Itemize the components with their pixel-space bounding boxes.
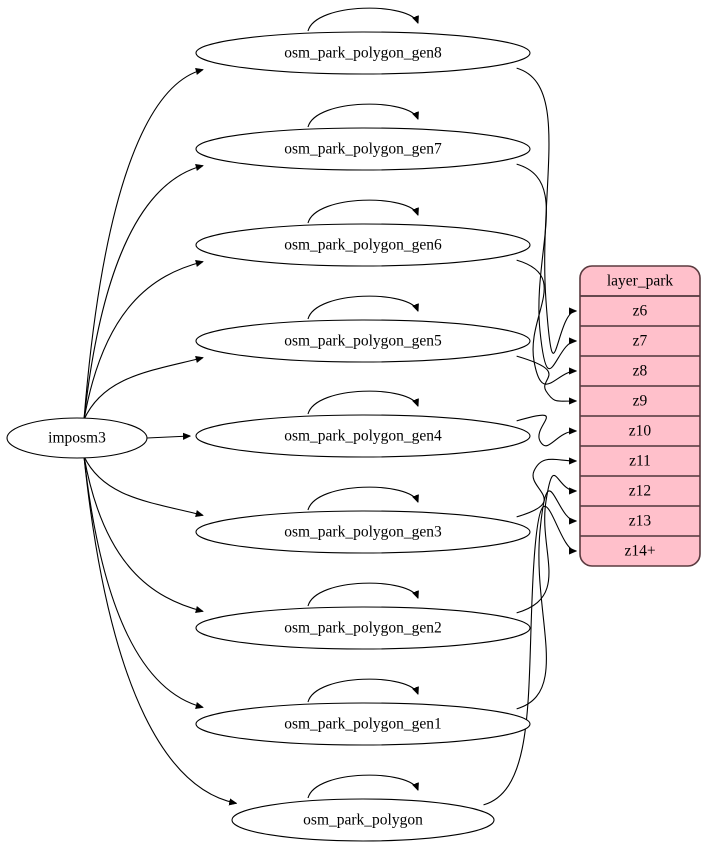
node-gen1[interactable]: osm_park_polygon_gen1	[195, 702, 531, 746]
node-imposm3-label: imposm3	[48, 430, 106, 447]
table-row-label-z7: z7	[633, 333, 648, 350]
node-gen3-label: osm_park_polygon_gen3	[284, 524, 442, 541]
edges-to-layer-park	[483, 67, 576, 806]
edge-gen6-to-row-z8	[516, 259, 576, 385]
self-loop-gen3	[307, 486, 418, 511]
edge-imposm3-to-gen5	[83, 358, 203, 420]
node-gen7-label: osm_park_polygon_gen7	[284, 141, 442, 158]
node-gen8[interactable]: osm_park_polygon_gen8	[195, 31, 531, 75]
node-gen2[interactable]: osm_park_polygon_gen2	[195, 606, 531, 650]
edge-imposm3-to-gen7	[83, 166, 203, 420]
table-row-label-z9: z9	[633, 393, 648, 410]
edge-imposm3-to-gen6	[83, 262, 203, 420]
table-outline	[579, 265, 701, 567]
node-base-shape[interactable]	[231, 798, 495, 842]
node-gen5[interactable]: osm_park_polygon_gen5	[195, 319, 531, 363]
table-row-cell-z13[interactable]	[580, 506, 700, 536]
edge-gen3-to-row-z11	[516, 459, 576, 518]
table-row-cell-z9[interactable]	[580, 386, 700, 416]
self-loop-gen1	[307, 678, 418, 703]
node-gen1-label: osm_park_polygon_gen1	[284, 716, 442, 733]
table-row-cell-z10[interactable]	[580, 416, 700, 446]
self-loop-gen7	[307, 103, 418, 128]
node-gen3[interactable]: osm_park_polygon_gen3	[195, 510, 531, 554]
edge-gen8-to-row-z6	[516, 67, 576, 354]
node-imposm3-shape[interactable]	[6, 417, 148, 459]
table-row-label-z8: z8	[633, 363, 648, 380]
table-row-cell-z8[interactable]	[580, 356, 700, 386]
node-gen6[interactable]: osm_park_polygon_gen6	[195, 223, 531, 267]
table-row-cell-z6[interactable]	[580, 296, 700, 326]
edge-gen2-to-row-z12	[516, 474, 576, 614]
node-base[interactable]: osm_park_polygon	[231, 798, 495, 842]
self-loop-edges	[307, 7, 418, 799]
table-row-label-z13: z13	[629, 513, 652, 530]
node-gen5-label: osm_park_polygon_gen5	[284, 333, 442, 350]
node-gen4[interactable]: osm_park_polygon_gen4	[195, 414, 531, 458]
table-header-cell	[580, 266, 700, 296]
self-loop-gen8	[307, 7, 418, 32]
edge-imposm3-to-base	[83, 456, 236, 803]
edge-gen4-to-row-z10	[516, 414, 576, 447]
edge-imposm3-to-gen2	[83, 456, 203, 611]
node-gen8-shape[interactable]	[195, 31, 531, 75]
edge-gen7-to-row-z7	[516, 163, 576, 370]
node-imposm3[interactable]: imposm3	[6, 417, 148, 459]
table-row-label-z12: z12	[629, 483, 651, 500]
node-gen7-shape[interactable]	[195, 127, 531, 171]
edge-imposm3-to-gen3	[83, 456, 203, 515]
edge-gen1-to-row-z13	[516, 490, 576, 710]
self-loop-gen2	[307, 582, 418, 607]
layer-park-table: layer_park z6 z7 z8 z9 z10 z11 z12 z13 z14+	[579, 265, 701, 567]
self-loop-gen6	[307, 199, 418, 224]
table-row-cell-z12[interactable]	[580, 476, 700, 506]
table-row-cell-z14+[interactable]	[580, 536, 700, 566]
node-gen7[interactable]: osm_park_polygon_gen7	[195, 127, 531, 171]
node-base-label: osm_park_polygon	[303, 812, 423, 829]
self-loop-gen5	[307, 295, 418, 320]
node-gen3-shape[interactable]	[195, 510, 531, 554]
table-row-label-z6: z6	[633, 303, 648, 320]
node-gen4-label: osm_park_polygon_gen4	[284, 428, 442, 445]
node-gen6-label: osm_park_polygon_gen6	[284, 237, 442, 254]
ellipse-nodes: imposm3 osm_park_polygon_gen8 osm_park_pol…	[6, 31, 531, 842]
node-gen6-shape[interactable]	[195, 223, 531, 267]
table-row-cell-z11[interactable]	[580, 446, 700, 476]
table-title: layer_park	[607, 273, 674, 290]
edge-gen5-to-row-z9	[516, 355, 576, 401]
edges-from-imposm3	[83, 70, 236, 804]
node-gen2-shape[interactable]	[195, 606, 531, 650]
table-row-cell-z7[interactable]	[580, 326, 700, 356]
edge-base-to-row-z14+	[483, 505, 576, 806]
node-gen8-label: osm_park_polygon_gen8	[284, 45, 442, 62]
self-loop-base	[307, 774, 418, 799]
table-row-label-z10: z10	[629, 423, 652, 440]
edge-imposm3-to-gen4	[146, 436, 190, 438]
table-row-label-z14+: z14+	[624, 543, 655, 560]
node-gen1-shape[interactable]	[195, 702, 531, 746]
node-gen2-label: osm_park_polygon_gen2	[284, 620, 442, 637]
edge-imposm3-to-gen8	[83, 70, 203, 420]
self-loop-gen4	[307, 390, 418, 415]
node-gen4-shape[interactable]	[195, 414, 531, 458]
node-gen5-shape[interactable]	[195, 319, 531, 363]
edge-imposm3-to-gen1	[83, 456, 203, 707]
table-row-label-z11: z11	[629, 453, 651, 470]
